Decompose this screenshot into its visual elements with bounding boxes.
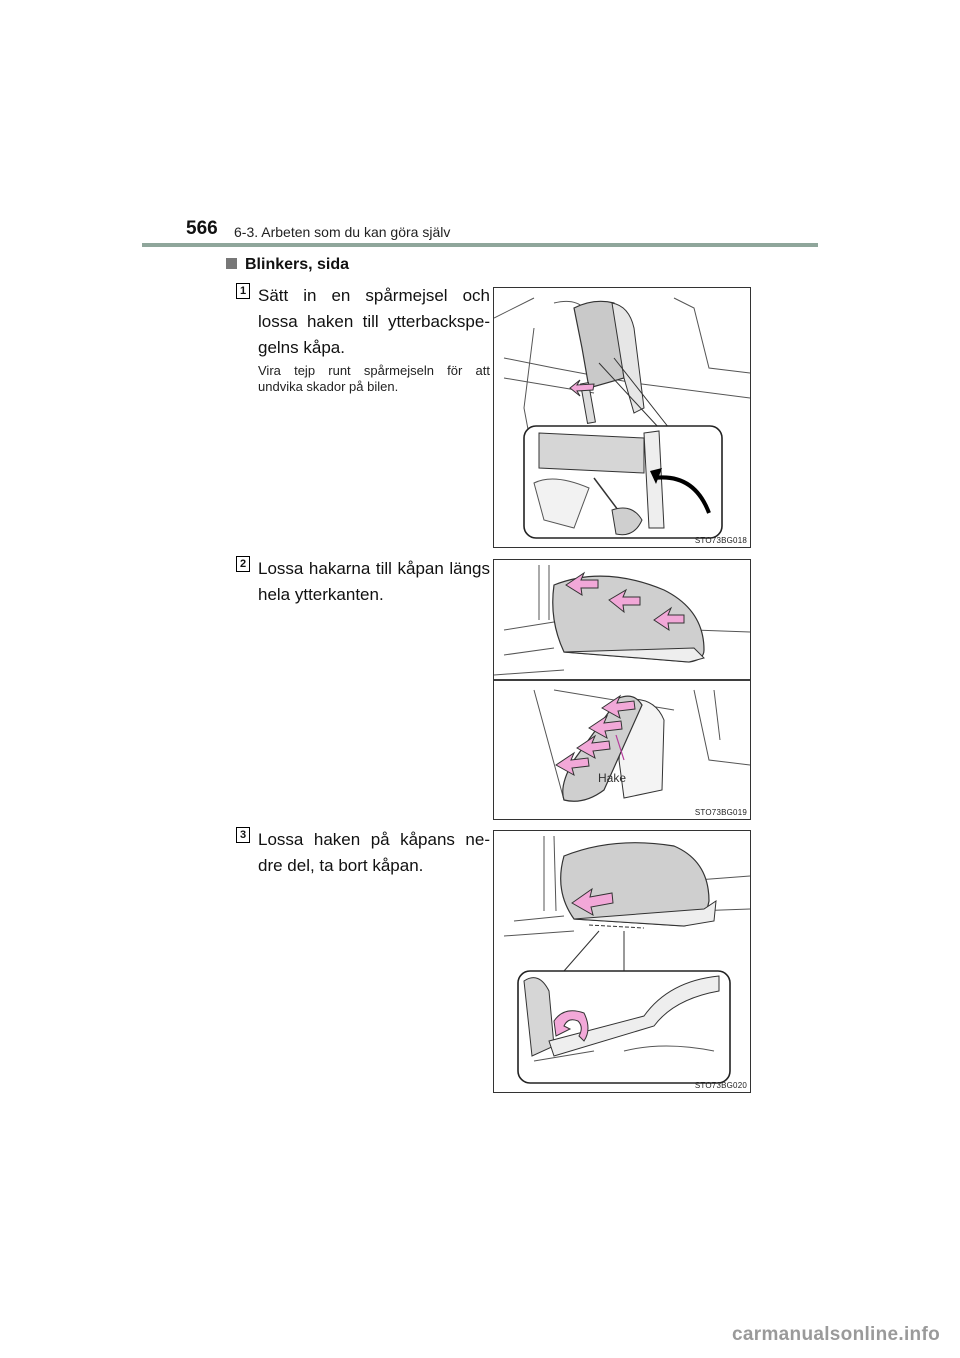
mirror-screwdriver-illustration [494,297,750,539]
step-1-text: Sätt in en spårmejsel och lossa haken ti… [258,286,490,357]
figure-1-code: STO73BG018 [694,536,747,545]
section-heading: Blinkers, sida [226,256,349,274]
mirror-cover-hooks-illustration [494,565,750,802]
watermark: carmanualsonline.info [732,1324,940,1345]
step-number-1: 1 [236,283,250,299]
mirror-cover-removal-illustration [503,835,750,1084]
figure-step-1: STO73BG018 [493,287,751,548]
figure-step-3: STO73BG020 [493,830,751,1093]
section-square-icon [226,258,237,269]
header-rule [142,243,818,247]
chapter-header: 6-3. Arbeten som du kan göra själv [234,224,451,240]
figure-2-code: STO73BG019 [694,808,747,817]
step-2-text: Lossa hakarna till kåpan längs hela ytte… [258,559,490,604]
step-1-note: Vira tejp runt spårmejseln för att undvi… [258,363,490,394]
step-number-3: 3 [236,827,250,843]
figure-3-code: STO73BG020 [694,1081,747,1090]
section-title: Blinkers, sida [245,256,350,273]
page-number: 566 [186,218,218,239]
figure-step-2: Hake STO73BG019 [493,559,751,820]
step-3-text: Lossa haken på kåpans ne-dre del, ta bor… [258,830,490,875]
hake-label: Hake [598,771,627,785]
step-number-2: 2 [236,556,250,572]
